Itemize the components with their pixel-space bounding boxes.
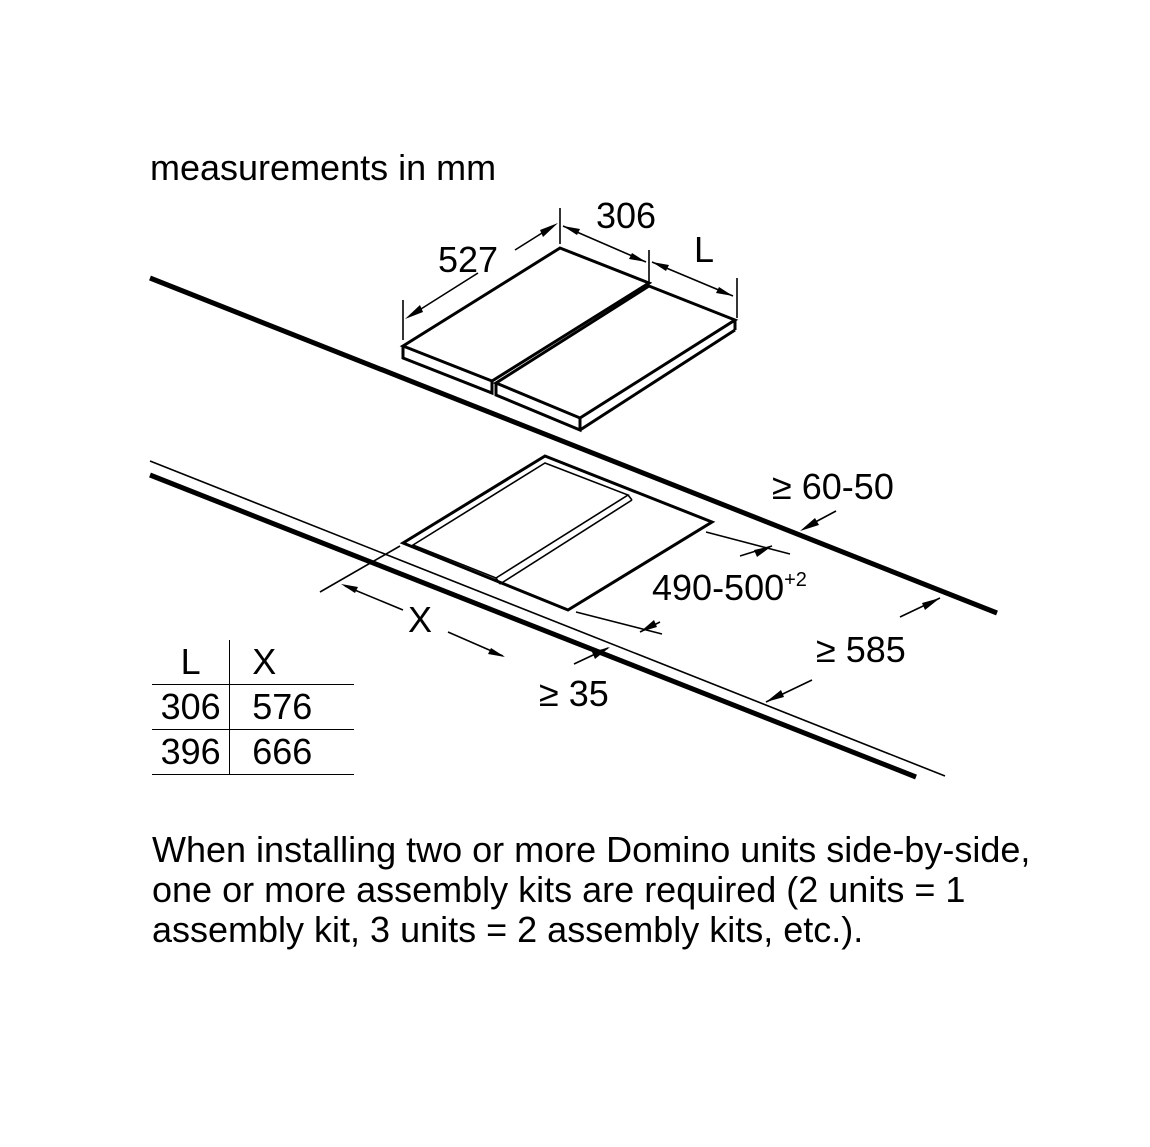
size-table-header-row: L X xyxy=(152,640,354,685)
dim-label-527: 527 xyxy=(438,239,498,280)
dim-label-worktop-depth: ≥ 585 xyxy=(816,629,906,670)
dim-worktop-gap xyxy=(800,510,837,531)
dim-527 xyxy=(402,208,561,340)
dim-label-L: L xyxy=(694,229,714,270)
dim-label-cutout-depth-value: 490-500 xyxy=(652,567,784,608)
table-row: 306 576 xyxy=(152,684,354,730)
dim-worktop-depth xyxy=(765,597,941,703)
worktop-front-edge-lower xyxy=(149,460,946,777)
hob-unit-left-top xyxy=(399,246,653,383)
units-label: measurements in mm xyxy=(150,147,496,188)
dim-label-worktop-gap: ≥ 60-50 xyxy=(772,466,894,507)
dim-L xyxy=(651,261,738,318)
cutout-divider-top xyxy=(627,494,633,501)
hob-units xyxy=(399,246,739,433)
dim-label-cutout-depth: 490-500+2 xyxy=(652,567,807,608)
dim-label-cutout-depth-tolerance: +2 xyxy=(784,569,807,591)
cutout-divider-foot xyxy=(495,577,501,585)
hob-unit-right-side xyxy=(494,383,582,433)
size-table: L X 306 576 396 666 xyxy=(152,640,354,775)
size-table-cell-X: 576 xyxy=(229,684,354,730)
worktop-front-edge-upper xyxy=(149,472,917,780)
cutout-outline xyxy=(399,454,716,612)
cutout-divider xyxy=(499,499,633,585)
size-table-cell-L: 396 xyxy=(152,729,231,775)
dim-306 xyxy=(562,225,650,282)
size-table-cell-X: 666 xyxy=(229,729,354,775)
dim-label-X: X xyxy=(408,599,432,640)
dim-cutout-depth xyxy=(575,531,791,635)
worktop-rear-edge xyxy=(149,275,998,616)
worktop-cutout xyxy=(399,454,716,612)
dim-front-gap xyxy=(573,647,610,665)
dim-label-front-gap: ≥ 35 xyxy=(539,673,609,714)
hob-unit-left-side xyxy=(401,346,494,396)
table-row: 396 666 xyxy=(152,729,354,775)
dim-X xyxy=(319,545,505,657)
dim-label-306: 306 xyxy=(596,195,656,236)
size-table-grid: L X 306 576 396 666 xyxy=(152,640,354,775)
installation-note: When installing two or more Domino units… xyxy=(152,829,1031,950)
hob-unit-right-front-edge xyxy=(579,328,736,432)
size-table-header-X: X xyxy=(252,641,277,682)
size-table-cell-L: 306 xyxy=(152,684,231,730)
size-table-header-L: L xyxy=(152,640,231,685)
